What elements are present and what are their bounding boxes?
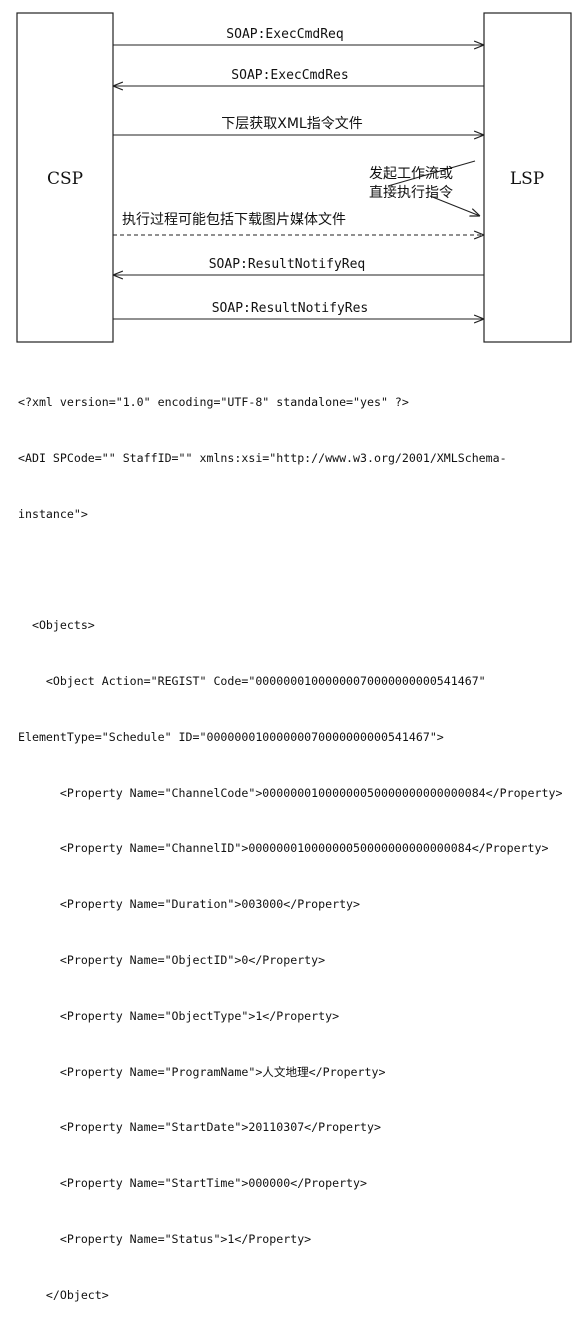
- code-line: </Object>: [18, 1287, 109, 1302]
- code-line: [18, 561, 583, 580]
- note-arrow-lower: [429, 195, 480, 216]
- message-label-2: SOAP:ExecCmdRes: [231, 68, 348, 83]
- code-line: instance">: [18, 506, 88, 521]
- csp-box: [16, 12, 114, 343]
- code-line: <Property Name="ObjectID">0</Property>: [18, 953, 326, 967]
- message-label-3: 下层获取XML指令文件: [221, 116, 362, 132]
- note-line-upper: [387, 160, 476, 187]
- code-line: <Property Name="Duration">003000</Proper…: [18, 897, 361, 912]
- note-line-2: 直接执行指令: [369, 184, 453, 201]
- note-line-1: 发起工作流或: [369, 166, 453, 182]
- message-label-4: 执行过程可能包括下载图片媒体文件: [122, 212, 346, 228]
- code-line: <Property Name="ProgramName">人文地理</Prope…: [18, 1064, 386, 1079]
- csp-label: CSP: [47, 169, 83, 189]
- code-line: <ADI SPCode="" StaffID="" xmlns:xsi="htt…: [18, 450, 507, 465]
- code-line: <Property Name="ChannelCode">00000001000…: [18, 785, 563, 800]
- code-line: <Property Name="ChannelID">0000000100000…: [18, 841, 549, 856]
- xml-code-block: <?xml version="1.0" encoding="UTF-8" sta…: [18, 356, 583, 1323]
- code-line: <Property Name="ObjectType">1</Property>: [18, 1008, 340, 1023]
- sequence-diagram: CSP LSP SOAP:ExecCmdReq SOAP:ExecCmdRes …: [16, 12, 572, 343]
- code-line: <Objects>: [18, 618, 95, 633]
- code-line: <?xml version="1.0" encoding="UTF-8" sta…: [18, 395, 409, 410]
- code-line: <Property Name="Status">1</Property>: [18, 1231, 312, 1246]
- code-line: <Object Action="REGIST" Code="0000000100…: [18, 674, 486, 689]
- code-line: ElementType="Schedule" ID="0000000100000…: [18, 729, 444, 744]
- code-line: <Property Name="StartDate">20110307</Pro…: [18, 1120, 381, 1135]
- message-label-1: SOAP:ExecCmdReq: [226, 27, 343, 42]
- message-label-5: SOAP:ResultNotifyReq: [209, 257, 366, 272]
- lsp-box: [483, 12, 572, 343]
- lsp-label: LSP: [510, 169, 544, 189]
- code-line: <Property Name="StartTime">000000</Prope…: [18, 1176, 368, 1191]
- message-label-6: SOAP:ResultNotifyRes: [212, 301, 369, 316]
